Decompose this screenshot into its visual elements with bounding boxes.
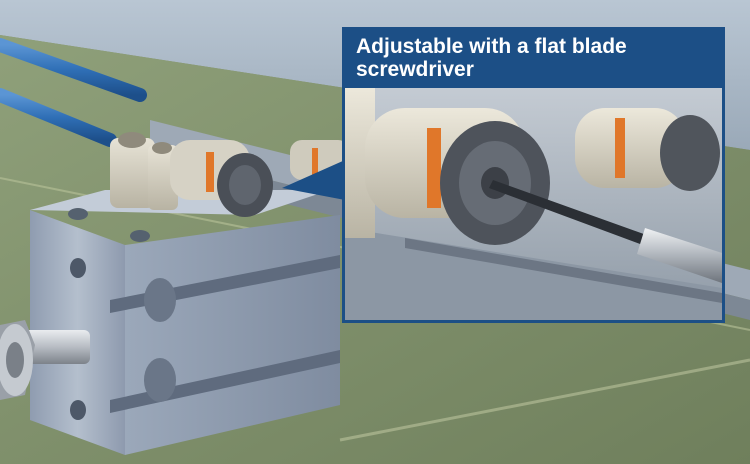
zoomed-knob-illustration [345, 88, 722, 320]
callout-title: Adjustable with a flat blade screwdriver [356, 35, 627, 81]
callout-box: Adjustable with a flat blade screwdriver [342, 27, 725, 323]
callout-pointer-triangle [282, 160, 345, 200]
zoom-detail-image [345, 88, 722, 320]
